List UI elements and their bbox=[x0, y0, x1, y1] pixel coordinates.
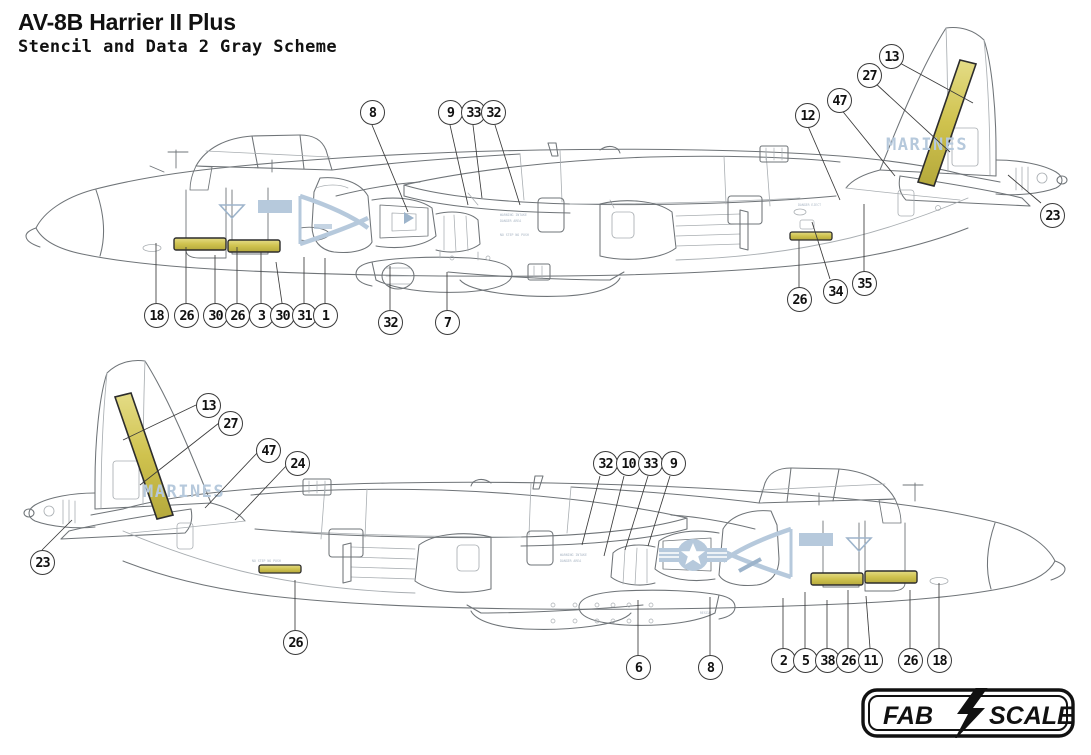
leader-line-lower-23-4 bbox=[41, 519, 73, 551]
title-block: AV-8B Harrier II Plus Stencil and Data 2… bbox=[18, 10, 337, 57]
callout-upper-27-5[interactable]: 27 bbox=[857, 63, 882, 88]
callout-upper-31-15[interactable]: 31 bbox=[292, 303, 317, 328]
callout-upper-8-0[interactable]: 8 bbox=[360, 100, 385, 125]
leader-line-upper-9-1 bbox=[449, 124, 469, 206]
leader-line-upper-8-0 bbox=[371, 124, 409, 213]
callout-upper-34-20[interactable]: 34 bbox=[823, 279, 848, 304]
svg-text:WARNING INTAKE: WARNING INTAKE bbox=[560, 553, 587, 557]
callout-upper-13-4[interactable]: 13 bbox=[879, 44, 904, 69]
markings-blue-upper bbox=[218, 193, 414, 247]
leader-line-upper-30-14 bbox=[275, 261, 283, 304]
callout-lower-26-15[interactable]: 26 bbox=[836, 648, 861, 673]
leader-line-lower-11-16 bbox=[865, 595, 871, 649]
callout-upper-32-3[interactable]: 32 bbox=[481, 100, 506, 125]
svg-text:NO STEP NO PUSH: NO STEP NO PUSH bbox=[252, 559, 281, 563]
page-title: AV-8B Harrier II Plus bbox=[18, 9, 236, 35]
callout-lower-9-8[interactable]: 9 bbox=[661, 451, 686, 476]
leader-line-lower-9-8 bbox=[647, 475, 671, 547]
callout-upper-1-16[interactable]: 1 bbox=[313, 303, 338, 328]
fab-scale-logo: FAB SCALE bbox=[861, 686, 1075, 742]
svg-text:DANGER EJECT: DANGER EJECT bbox=[798, 203, 821, 207]
logo-text-scale: SCALE bbox=[989, 702, 1075, 730]
leader-line-upper-27-5 bbox=[873, 81, 951, 153]
callout-lower-26-9[interactable]: 26 bbox=[283, 630, 308, 655]
tail-text-marines-upper: MARINES bbox=[886, 135, 968, 155]
leader-line-upper-23-8 bbox=[1007, 174, 1042, 204]
callout-upper-3-13[interactable]: 3 bbox=[249, 303, 274, 328]
leader-line-upper-32-3 bbox=[494, 124, 521, 206]
callout-lower-33-7[interactable]: 33 bbox=[638, 451, 663, 476]
logo-text-fab: FAB bbox=[883, 702, 933, 730]
svg-text:WARNING INTAKE: WARNING INTAKE bbox=[500, 213, 527, 217]
callout-upper-26-12[interactable]: 26 bbox=[225, 303, 250, 328]
leader-line-lower-10-6 bbox=[603, 475, 625, 557]
callout-upper-32-17[interactable]: 32 bbox=[378, 310, 403, 335]
callout-lower-18-18[interactable]: 18 bbox=[927, 648, 952, 673]
callout-upper-30-14[interactable]: 30 bbox=[270, 303, 295, 328]
callout-lower-13-0[interactable]: 13 bbox=[196, 393, 221, 418]
leader-line-lower-47-2 bbox=[204, 451, 259, 509]
leader-line-lower-33-7 bbox=[624, 475, 649, 551]
callout-lower-6-10[interactable]: 6 bbox=[626, 655, 651, 680]
callout-upper-26-19[interactable]: 26 bbox=[787, 287, 812, 312]
callout-upper-47-6[interactable]: 47 bbox=[827, 88, 852, 113]
leader-line-upper-33-2 bbox=[472, 124, 483, 199]
leader-line-lower-32-5 bbox=[581, 475, 601, 546]
callout-lower-23-4[interactable]: 23 bbox=[30, 550, 55, 575]
callout-lower-8-11[interactable]: 8 bbox=[698, 655, 723, 680]
leader-line-lower-24-3 bbox=[234, 463, 289, 521]
svg-text:DANGER AREA: DANGER AREA bbox=[560, 559, 581, 563]
callout-lower-47-2[interactable]: 47 bbox=[256, 438, 281, 463]
callout-upper-26-10[interactable]: 26 bbox=[174, 303, 199, 328]
leader-line-upper-47-6 bbox=[839, 107, 896, 177]
callout-lower-27-1[interactable]: 27 bbox=[218, 411, 243, 436]
svg-text:NO STEP NO PUSH: NO STEP NO PUSH bbox=[500, 233, 529, 237]
callout-upper-9-1[interactable]: 9 bbox=[438, 100, 463, 125]
leader-line-upper-12-7 bbox=[806, 123, 841, 201]
page-subtitle: Stencil and Data 2 Gray Scheme bbox=[18, 37, 338, 58]
callout-lower-24-3[interactable]: 24 bbox=[285, 451, 310, 476]
leader-line-lower-27-1 bbox=[139, 422, 220, 486]
callout-upper-12-7[interactable]: 12 bbox=[795, 103, 820, 128]
svg-text:RESCUE: RESCUE bbox=[700, 611, 712, 615]
callout-lower-26-17[interactable]: 26 bbox=[898, 648, 923, 673]
stencil-decals-upper bbox=[173, 59, 978, 253]
svg-text:DANGER AREA: DANGER AREA bbox=[500, 219, 521, 223]
callout-lower-10-6[interactable]: 10 bbox=[616, 451, 641, 476]
leader-line-upper-34-20 bbox=[811, 221, 831, 280]
lightning-bolt-icon bbox=[953, 686, 989, 742]
callout-lower-11-16[interactable]: 11 bbox=[858, 648, 883, 673]
callout-upper-18-9[interactable]: 18 bbox=[144, 303, 169, 328]
leader-line-upper-13-4 bbox=[897, 61, 974, 104]
tail-text-marines-lower: MARINES bbox=[143, 482, 225, 502]
callout-lower-32-5[interactable]: 32 bbox=[593, 451, 618, 476]
callout-upper-7-18[interactable]: 7 bbox=[435, 310, 460, 335]
callout-upper-35-21[interactable]: 35 bbox=[852, 271, 877, 296]
leader-line-lower-13-0 bbox=[122, 404, 197, 441]
callout-upper-23-8[interactable]: 23 bbox=[1040, 203, 1065, 228]
